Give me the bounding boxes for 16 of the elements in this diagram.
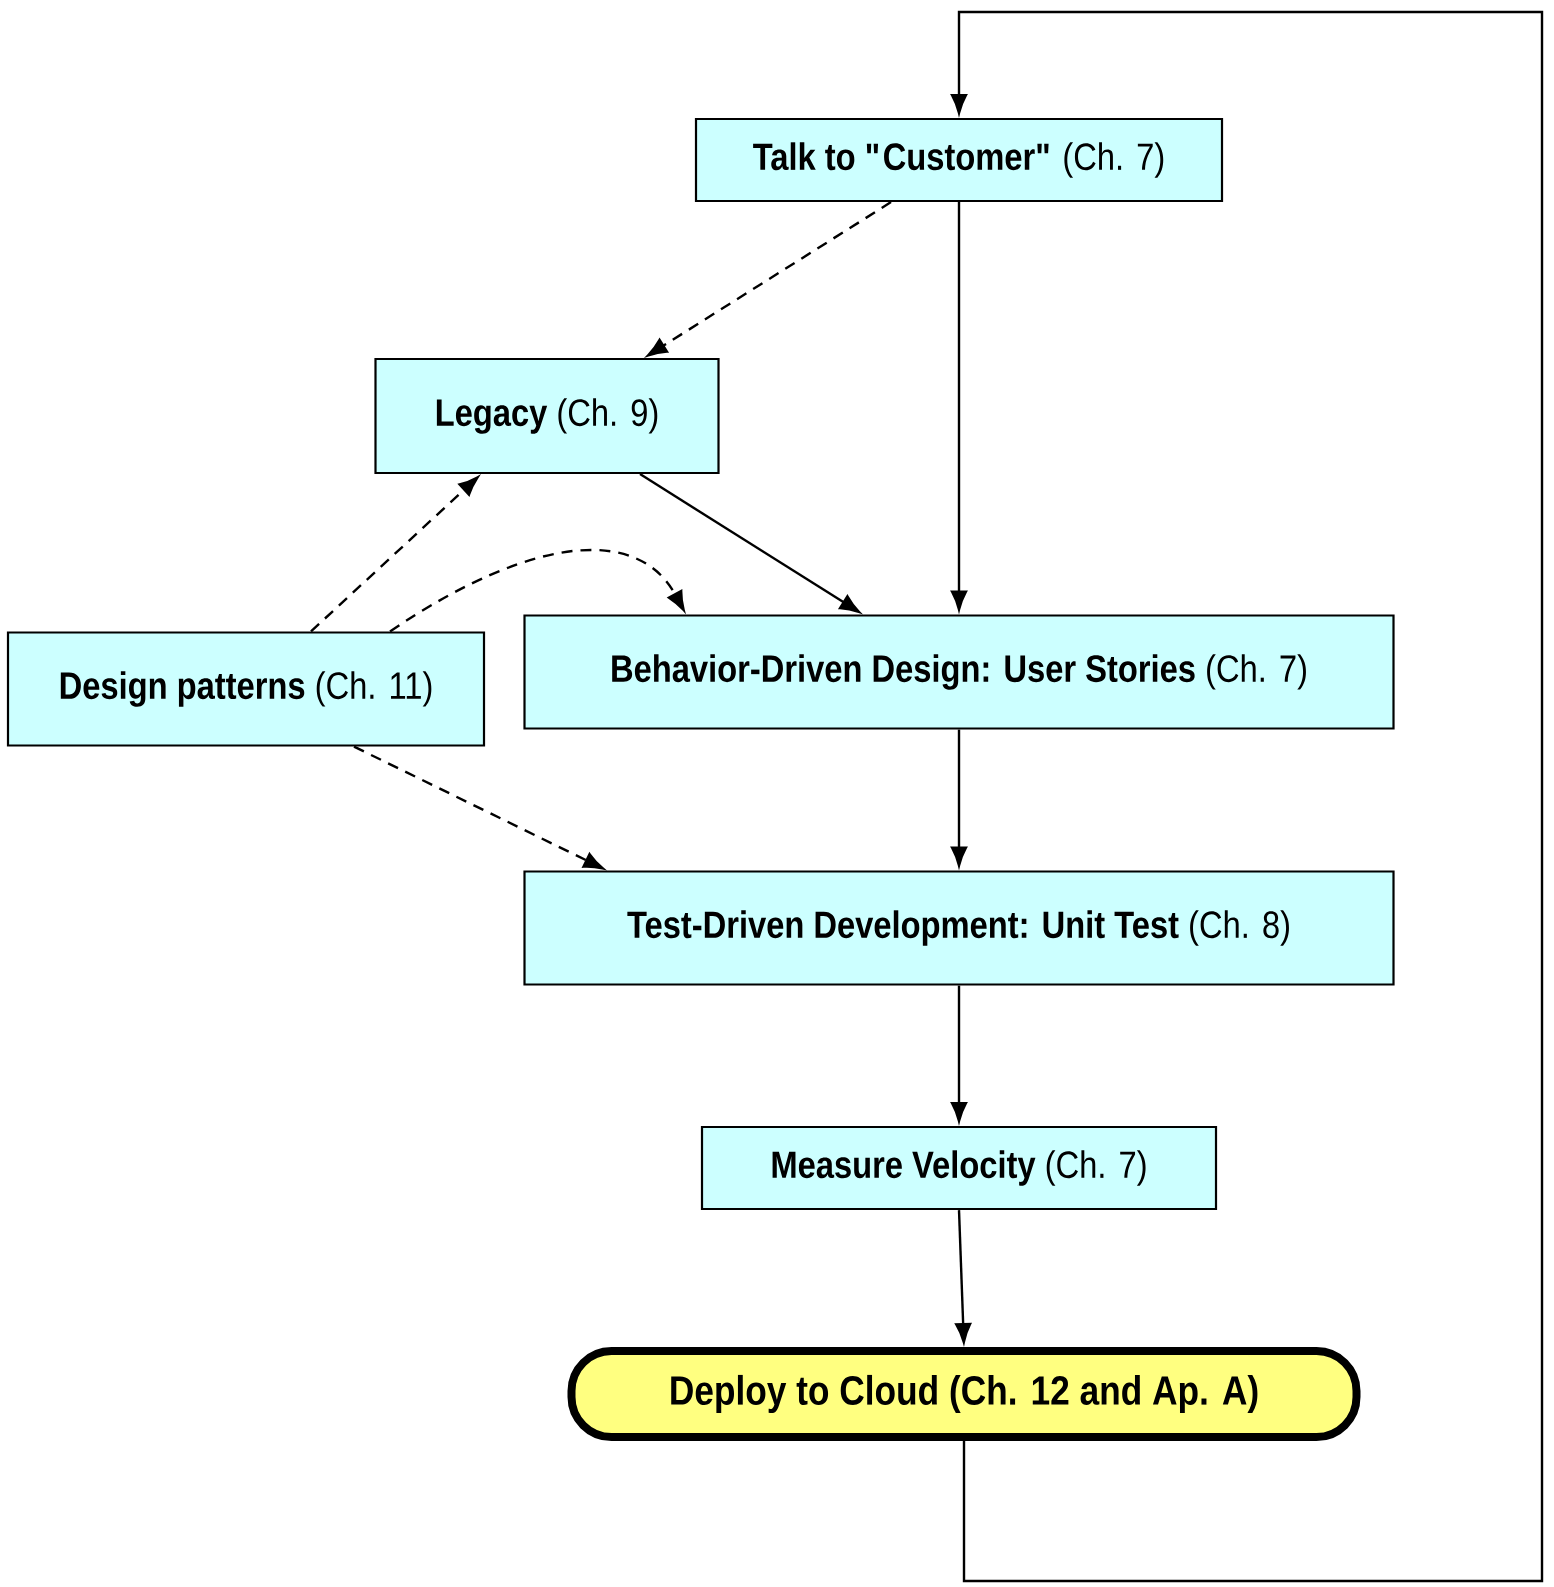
process-box: Test-Driven Development: Unit Test (Ch. 8) xyxy=(523,870,1395,986)
process-box: Measure Velocity (Ch. 7) xyxy=(700,1125,1218,1211)
arrow xyxy=(950,729,968,867)
process-box: Design patterns (Ch. 11) xyxy=(6,631,486,747)
arrow xyxy=(950,202,968,611)
process-box: Talk to "Customer" (Ch. 7) xyxy=(694,117,1224,203)
arrow xyxy=(955,1210,972,1344)
process-box: Legacy (Ch. 9) xyxy=(374,357,720,475)
arrow xyxy=(950,985,968,1123)
arrow xyxy=(389,548,685,633)
arrow xyxy=(310,476,479,633)
arrow xyxy=(353,745,604,870)
arrow xyxy=(950,10,1544,1583)
terminal-box: Deploy to Cloud (Ch. 12 and Ap. A) xyxy=(567,1347,1361,1441)
process-box: Behavior-Driven Design: User Stories (Ch. 7) xyxy=(523,614,1395,730)
arrow xyxy=(639,473,861,613)
